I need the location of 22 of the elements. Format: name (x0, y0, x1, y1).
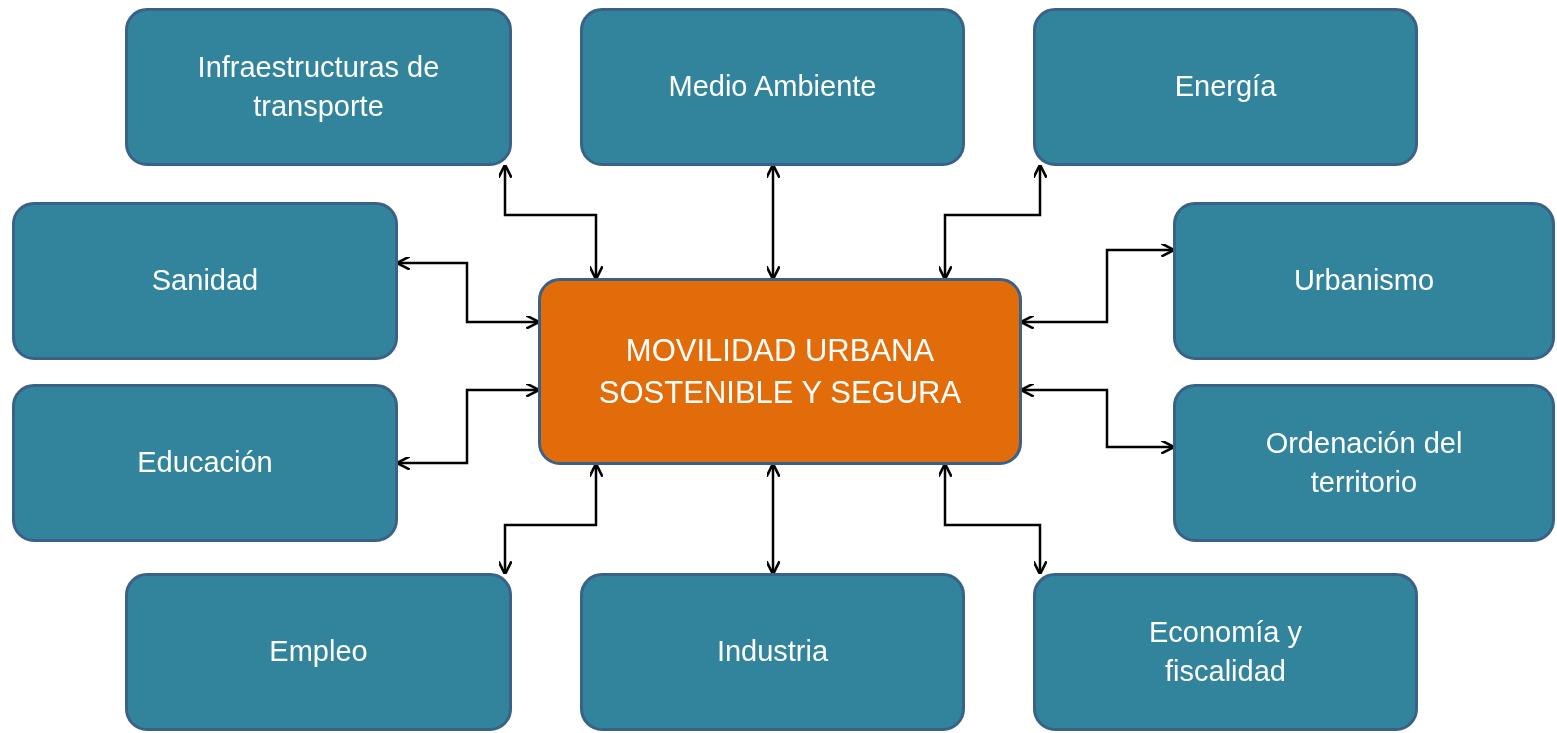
topic-box (1033, 8, 1418, 166)
topic-box (1173, 202, 1555, 360)
topic-label: Infraestructuras de transporte (196, 49, 441, 124)
central-box (538, 278, 1022, 465)
topic-box (580, 8, 965, 166)
topic-box (12, 202, 398, 360)
topic-label: Urbanismo (1293, 263, 1435, 299)
topic-box (1033, 573, 1418, 731)
topic-label: Medio Ambiente (668, 69, 877, 105)
topic-box (580, 573, 965, 731)
topic-box (1173, 384, 1555, 542)
topic-label: Energía (1174, 69, 1277, 105)
topic-label: Economía y fiscalidad (1147, 614, 1304, 689)
topic-box (125, 8, 512, 166)
central-label: MOVILIDAD URBANA SOSTENIBLE Y SEGURA (597, 331, 963, 412)
topic-label: Sanidad (151, 263, 259, 299)
topic-box (12, 384, 398, 542)
topic-label: Ordenación del territorio (1264, 425, 1464, 500)
topic-label: Educación (137, 445, 273, 481)
topic-box (125, 573, 512, 731)
topic-label: Industria (716, 634, 829, 670)
topic-label: Empleo (269, 634, 368, 670)
